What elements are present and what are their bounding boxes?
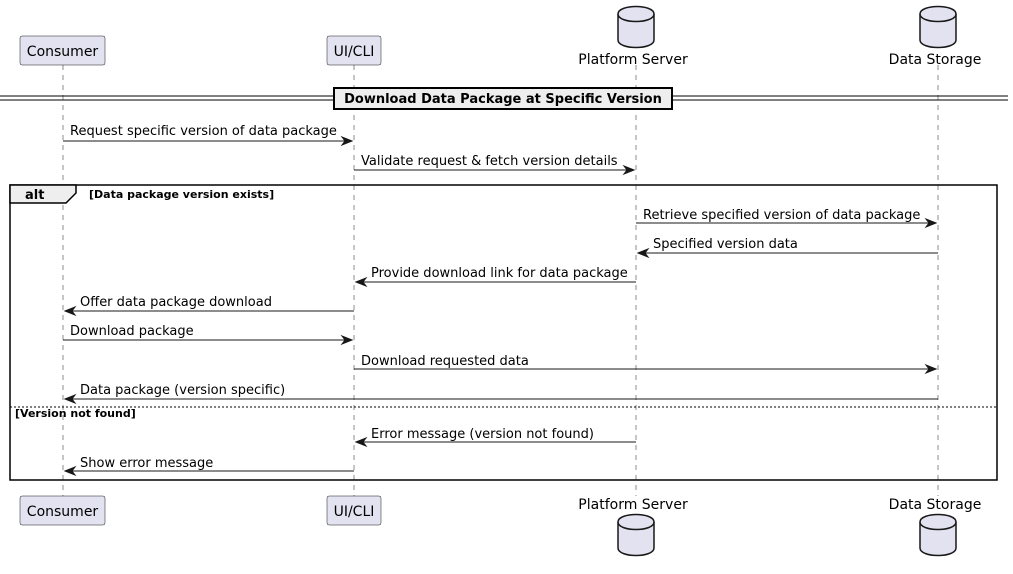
message: Download package [63, 324, 354, 346]
participant-platform-label: Platform Server [578, 52, 688, 68]
participant-uicli-label: UI/CLI [334, 44, 375, 60]
message-label: Show error message [80, 456, 213, 471]
participant-uicli-label: UI/CLI [334, 504, 375, 520]
message: Data package (version specific) [63, 383, 938, 405]
participant-consumer-label: Consumer [27, 504, 99, 520]
participant-consumer-bottom[interactable]: Consumer [19, 495, 106, 526]
alt-label: alt [25, 188, 44, 203]
message-label: Specified version data [653, 237, 798, 252]
message-label: Provide download link for data package [371, 266, 628, 281]
participant-storage-label: Data Storage [889, 497, 982, 513]
alt-frame: alt [Data package version exists] [Versi… [9, 184, 998, 481]
message: Offer data package download [63, 295, 354, 317]
participants-bottom: Consumer UI/CLI Platform Server Data Sto… [19, 495, 982, 557]
participant-uicli-top[interactable]: UI/CLI [326, 35, 382, 66]
participant-consumer-top[interactable]: Consumer [19, 35, 106, 66]
database-icon [919, 513, 957, 557]
section-divider: Download Data Package at Specific Versio… [0, 87, 1008, 110]
message-label: Retrieve specified version of data packa… [643, 208, 920, 223]
participant-uicli-bottom[interactable]: UI/CLI [326, 495, 382, 526]
message: Retrieve specified version of data packa… [636, 208, 938, 229]
guard-label: [Data package version exists] [89, 188, 274, 201]
message-label: Error message (version not found) [371, 427, 594, 442]
participant-platform-top[interactable]: Platform Server [578, 5, 688, 69]
message-label: Offer data package download [80, 295, 272, 310]
message-label: Validate request & fetch version details [361, 154, 618, 169]
message-label: Download package [70, 324, 194, 339]
participant-platform-bottom[interactable]: Platform Server [578, 497, 688, 557]
divider-title: Download Data Package at Specific Versio… [344, 92, 662, 107]
participant-storage-top[interactable]: Data Storage [889, 5, 982, 69]
message: Download requested data [354, 354, 938, 375]
database-icon [919, 5, 957, 49]
message-label: Request specific version of data package [70, 124, 337, 139]
participants-top: Consumer UI/CLI Platform Server Data Sto… [19, 5, 982, 69]
message: Provide download link for data package [354, 266, 636, 288]
participant-storage-label: Data Storage [889, 52, 982, 68]
message-label: Download requested data [361, 354, 529, 369]
participant-storage-bottom[interactable]: Data Storage [889, 497, 982, 557]
participant-consumer-label: Consumer [27, 44, 99, 60]
database-icon [617, 5, 655, 49]
participant-platform-label: Platform Server [578, 497, 688, 513]
message: Specified version data [636, 237, 938, 259]
message-label: Data package (version specific) [80, 383, 285, 398]
guard-label: [Version not found] [15, 407, 136, 420]
message: Show error message [63, 456, 354, 477]
message: Request specific version of data package [63, 124, 354, 147]
message: Validate request & fetch version details [354, 154, 636, 176]
database-icon [617, 513, 655, 557]
lifelines [62, 65, 939, 496]
message: Error message (version not found) [354, 427, 636, 448]
